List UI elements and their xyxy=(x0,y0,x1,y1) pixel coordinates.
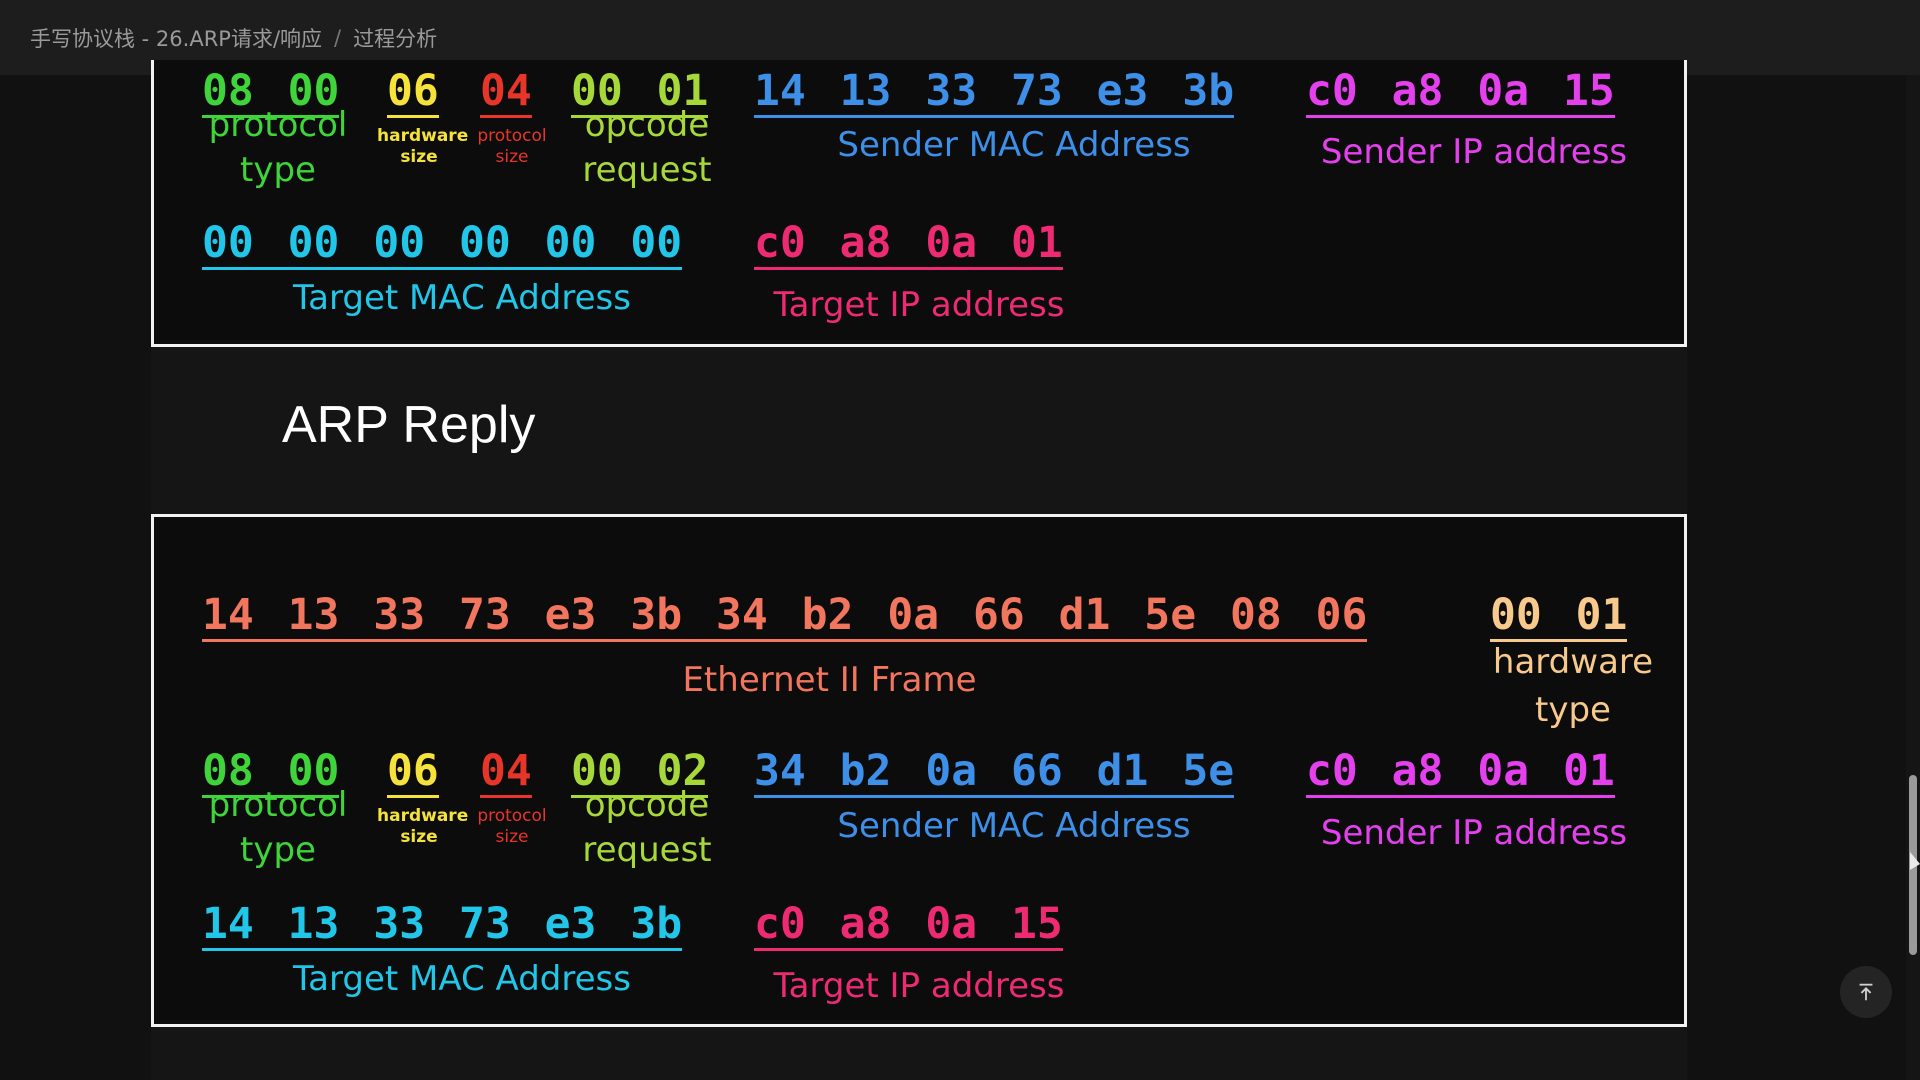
reply-protocol-size-hex: 04 xyxy=(480,746,532,798)
req-hardware-label: hardware xyxy=(377,126,469,146)
req-opcode-label: opcode xyxy=(584,105,710,145)
reply-hardware-label: hardware xyxy=(377,806,469,826)
reply-sender-mac-hex: 34 b2 0a 66 d1 5e xyxy=(754,746,1235,798)
reply-protocol-label: protocol xyxy=(208,785,348,825)
mouse-pointer-icon xyxy=(1910,852,1920,870)
reply-request-label: request xyxy=(582,830,712,870)
req-protocol-label: protocol xyxy=(208,105,348,145)
req-target-mac-label: Target MAC Address xyxy=(293,278,631,318)
reply-target-mac-label: Target MAC Address xyxy=(293,959,631,999)
reply-sender-ip-hex: c0 a8 0a 01 xyxy=(1306,746,1615,798)
req-protocol-size-hex: 04 xyxy=(480,66,532,118)
req-target-ip-label: Target IP address xyxy=(773,285,1065,325)
reply-protocol-type-hex: 08 00 xyxy=(202,746,340,798)
breadcrumb-separator: / xyxy=(334,25,342,50)
reply-ethernet-hex: 14 13 33 73 e3 3b 34 b2 0a 66 d1 5e 08 0… xyxy=(202,590,1368,642)
req-protocol-small-label: protocol xyxy=(477,126,547,146)
req-protocol-type-hex: 08 00 xyxy=(202,66,340,118)
reply-hardware-type-label-1: hardware xyxy=(1492,642,1654,682)
breadcrumb-current[interactable]: 过程分析 xyxy=(353,26,438,51)
reply-type-label: type xyxy=(240,830,316,870)
breadcrumb-doc[interactable]: 手写协议栈 - 26.ARP请求/响应 xyxy=(30,26,323,51)
arrow-up-bar-icon xyxy=(1859,983,1873,1001)
reply-hardware-type-label-2: type xyxy=(1535,690,1611,730)
reply-hardware-type-hex: 00 01 xyxy=(1490,590,1628,642)
reply-sender-mac-label: Sender MAC Address xyxy=(837,806,1191,846)
req-target-ip-hex: c0 a8 0a 01 xyxy=(754,218,1063,270)
req-opcode-hex: 00 01 xyxy=(571,66,709,118)
scroll-to-top-button[interactable] xyxy=(1840,966,1892,1018)
arp-reply-heading: ARP Reply xyxy=(282,396,536,454)
reply-hardware-size-label: size xyxy=(400,827,438,847)
req-sender-ip-hex: c0 a8 0a 15 xyxy=(1306,66,1615,118)
reply-protocol-small-label: protocol xyxy=(477,806,547,826)
req-sender-ip-label: Sender IP address xyxy=(1320,132,1628,172)
req-hardware-size-label: size xyxy=(400,147,438,167)
reply-ethernet-label: Ethernet II Frame xyxy=(682,660,977,700)
reply-target-ip-label: Target IP address xyxy=(773,966,1065,1006)
arp-reply-panel xyxy=(151,514,1687,1027)
reply-opcode-hex: 00 02 xyxy=(571,746,709,798)
req-hardware-size-hex: 06 xyxy=(387,66,439,118)
req-protocol-size-label: size xyxy=(495,147,529,167)
reply-target-mac-hex: 14 13 33 73 e3 3b xyxy=(202,899,683,951)
reply-target-ip-hex: c0 a8 0a 15 xyxy=(754,899,1063,951)
req-target-mac-hex: 00 00 00 00 00 00 xyxy=(202,218,683,270)
req-sender-mac-hex: 14 13 33 73 e3 3b xyxy=(754,66,1235,118)
reply-protocol-size-label: size xyxy=(495,827,529,847)
reply-opcode-label: opcode xyxy=(584,785,710,825)
req-type-label: type xyxy=(240,150,316,190)
reply-sender-ip-label: Sender IP address xyxy=(1320,813,1628,853)
req-request-label: request xyxy=(582,150,712,190)
req-sender-mac-label: Sender MAC Address xyxy=(837,125,1191,165)
arp-request-panel xyxy=(151,60,1687,347)
reply-hardware-size-hex: 06 xyxy=(387,746,439,798)
